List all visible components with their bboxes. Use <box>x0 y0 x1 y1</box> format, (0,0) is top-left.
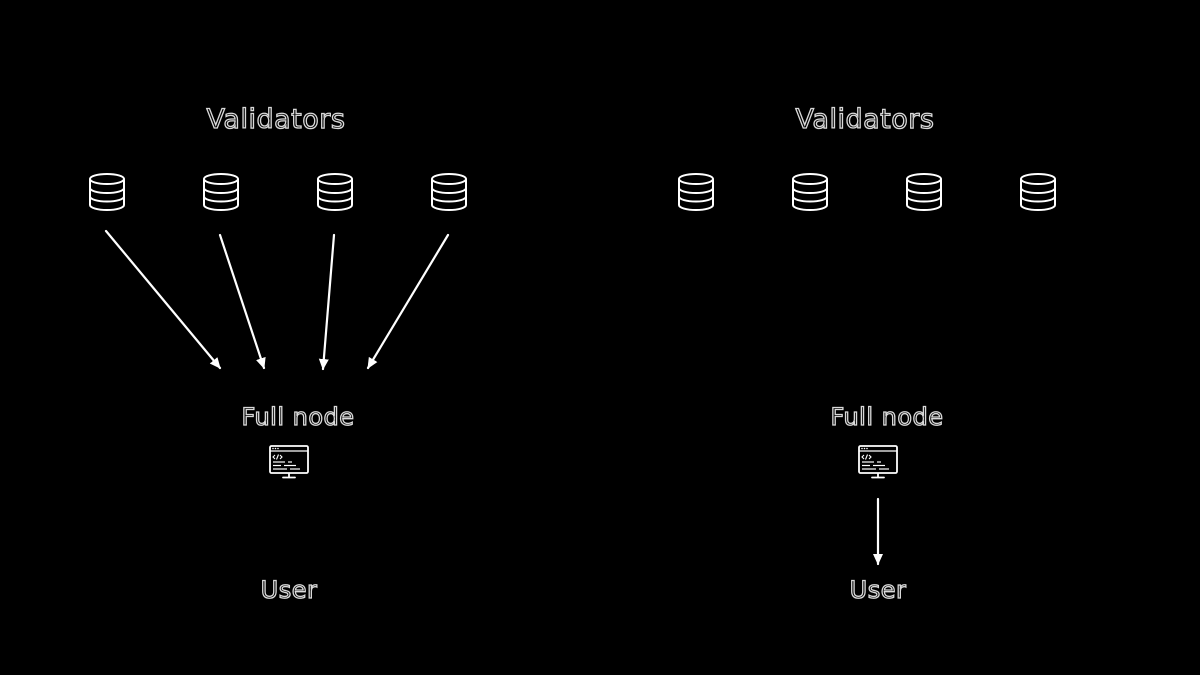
code-monitor-icon <box>269 445 309 479</box>
database-icon <box>203 173 239 211</box>
left-user-label: User <box>261 576 318 604</box>
left-panel: Validators Full node User <box>89 103 467 605</box>
right-validators-title: Validators <box>796 104 935 135</box>
database-icon <box>792 173 828 211</box>
right-full-node-label: Full node <box>830 403 943 431</box>
arrow-validator-3-to-full-node <box>318 233 336 371</box>
left-validators-title: Validators <box>207 104 346 135</box>
database-icon <box>89 173 125 211</box>
database-icon <box>1020 173 1056 211</box>
arrow-validator-2-to-full-node <box>218 233 266 370</box>
arrow-validator-4-to-full-node <box>366 233 450 370</box>
left-validator-row <box>89 173 467 211</box>
arrow-validator-1-to-full-node <box>104 229 222 370</box>
right-validator-row <box>678 173 1056 211</box>
database-icon <box>678 173 714 211</box>
database-icon <box>431 173 467 211</box>
left-arrows <box>104 229 450 371</box>
database-icon <box>317 173 353 211</box>
right-panel: Validators Full node User <box>678 103 1056 605</box>
left-full-node-label: Full node <box>241 403 354 431</box>
right-user-label: User <box>850 576 907 604</box>
code-monitor-icon <box>858 445 898 479</box>
database-icon <box>906 173 942 211</box>
